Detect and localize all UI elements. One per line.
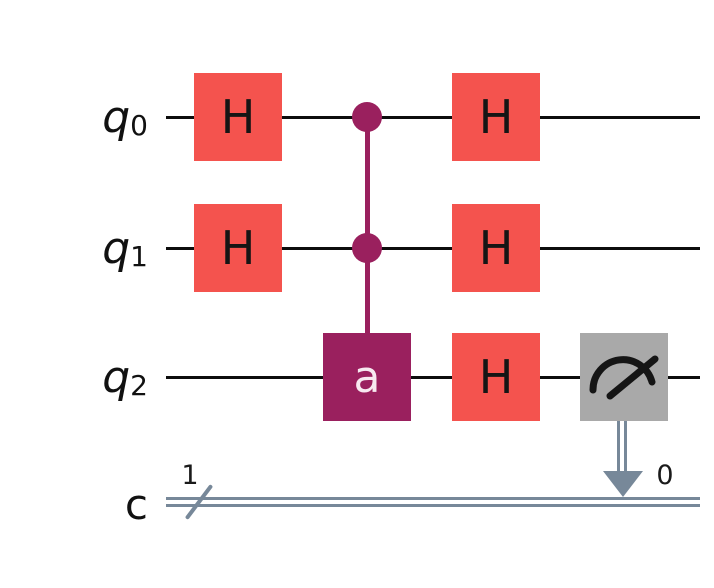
control-dot-q1 — [352, 233, 382, 263]
h-gate-q1-col1: H — [194, 204, 282, 292]
qubit-wire-q0 — [166, 116, 700, 119]
control-dot-q0 — [352, 102, 382, 132]
qubit-label-q2-base: q — [102, 351, 131, 403]
classical-target-bit-label: 0 — [656, 460, 674, 491]
h-gate-label: H — [478, 90, 514, 144]
h-gate-label: H — [478, 350, 514, 404]
classical-wire-upper-line — [166, 497, 700, 500]
meter-icon — [589, 355, 659, 400]
classical-bus-width-label: 1 — [181, 460, 199, 491]
h-gate-q0-col3: H — [452, 73, 540, 161]
classical-wire-lower-line — [166, 504, 700, 507]
h-gate-label: H — [220, 221, 256, 275]
qubit-wire-q2 — [166, 376, 700, 379]
qubit-label-q1-base: q — [102, 222, 131, 274]
measure-arrowhead — [603, 471, 643, 497]
h-gate-label: H — [220, 90, 256, 144]
h-gate-q1-col3: H — [452, 204, 540, 292]
controlled-a-target-gate: a — [323, 333, 411, 421]
measure-connector-left-line — [617, 421, 620, 482]
classical-register-label: c — [124, 479, 148, 529]
h-gate-label: H — [478, 221, 514, 275]
h-gate-q0-col1: H — [194, 73, 282, 161]
qubit-wire-q1 — [166, 247, 700, 250]
a-gate-label: a — [353, 351, 381, 403]
measure-gate-q2 — [580, 333, 668, 421]
measure-connector-right-line — [624, 421, 627, 482]
control-connector-line — [365, 117, 370, 334]
qubit-label-q0-base: q — [102, 91, 131, 143]
h-gate-q2-col3: H — [452, 333, 540, 421]
